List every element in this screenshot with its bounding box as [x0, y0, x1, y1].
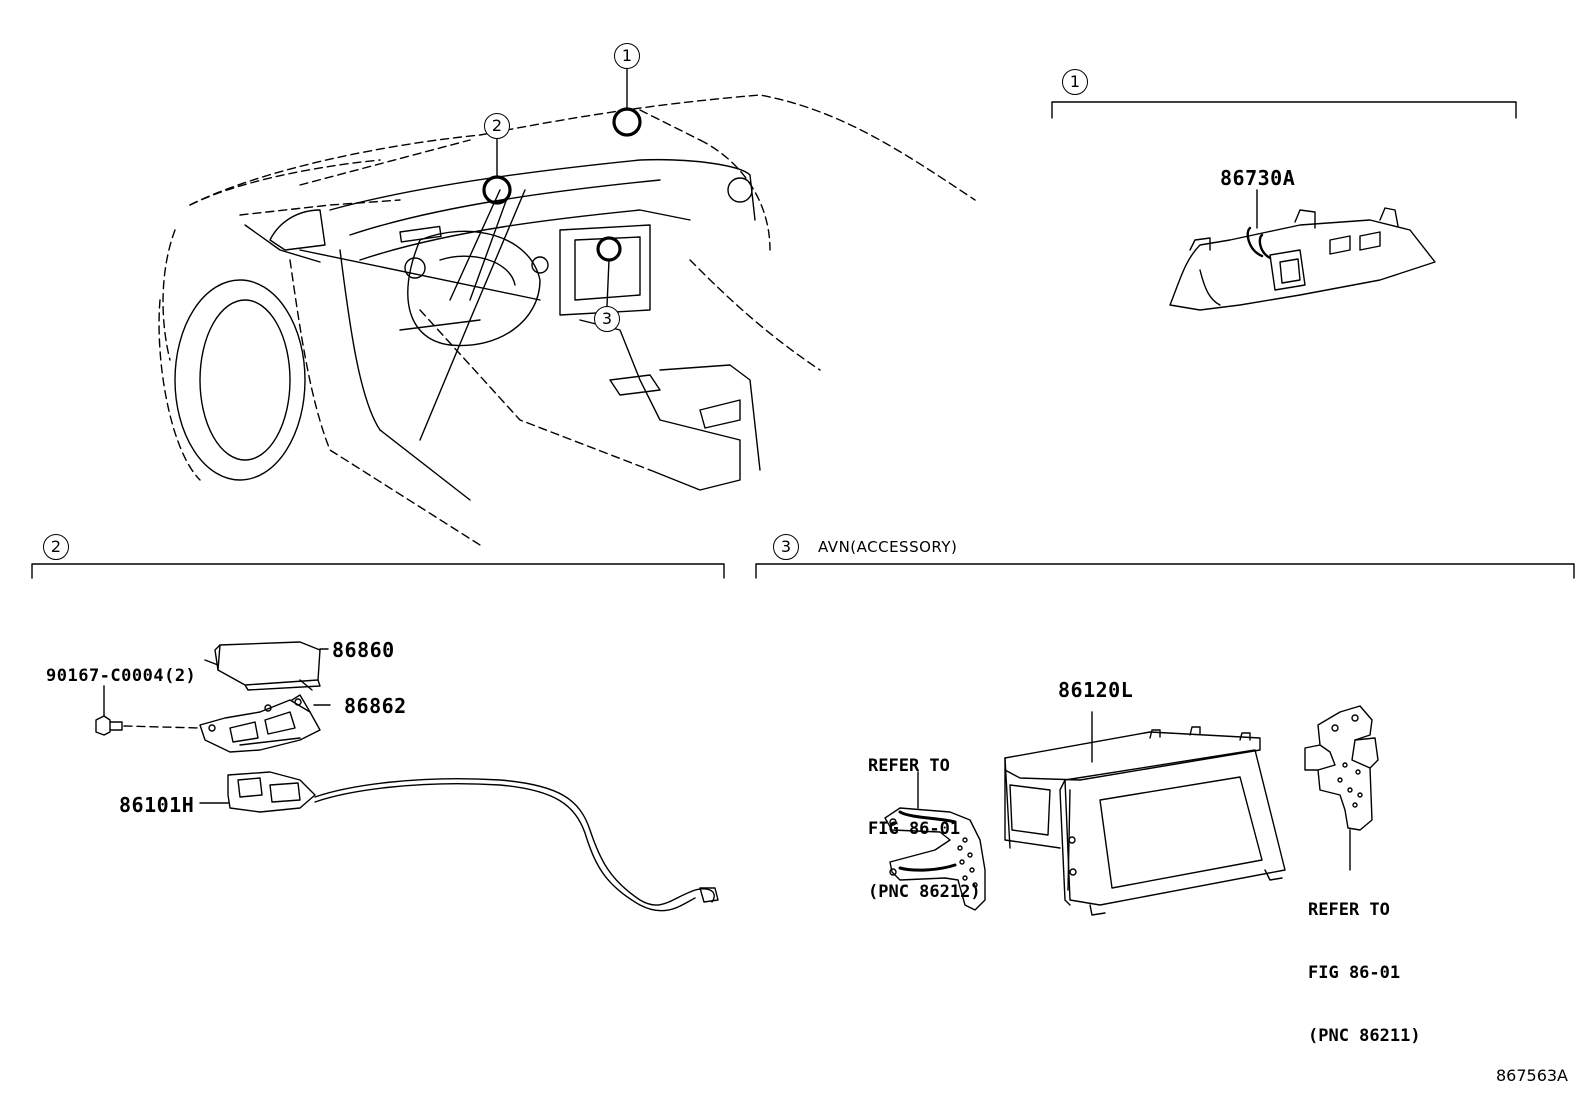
location-marker-1 [612, 107, 642, 137]
part-label-86860[interactable]: 86860 [332, 638, 395, 662]
overview-callout-2[interactable]: 2 [484, 113, 510, 139]
refer-left-line-2: FIG 86-01 [868, 819, 961, 839]
part-label-86101H[interactable]: 86101H [119, 793, 195, 817]
right-mount-bracket-drawing [1304, 705, 1379, 831]
avn-unit-drawing [1004, 726, 1286, 916]
section2-callout[interactable]: 2 [43, 534, 69, 560]
refer-right-line-3: (PNC 86211) [1308, 1026, 1421, 1046]
car-interior-drawing [158, 94, 976, 546]
overview-callout-3[interactable]: 3 [594, 306, 620, 332]
wire-harness-drawing [227, 771, 719, 912]
control-module-drawing [204, 641, 321, 691]
part-label-86862[interactable]: 86862 [344, 694, 407, 718]
section3-title: AVN(ACCESSORY) [818, 538, 958, 556]
section1-bracket [1051, 101, 1517, 119]
location-markers [482, 107, 642, 262]
mounting-bracket-drawing [199, 694, 321, 753]
part-label-bolt[interactable]: 90167-C0004(2) [46, 666, 197, 686]
section2-bracket [31, 563, 725, 579]
overhead-console-drawing [1169, 207, 1436, 311]
left-mount-bracket-drawing [884, 807, 986, 911]
section3-bracket [755, 563, 1575, 579]
location-marker-3 [596, 236, 622, 262]
overview-callout-1[interactable]: 1 [614, 43, 640, 69]
refer-right-line-1: REFER TO [1308, 900, 1390, 920]
refer-note-left[interactable]: REFER TO FIG 86-01 (PNC 86212) [868, 714, 981, 924]
part-label-86730A[interactable]: 86730A [1220, 166, 1296, 190]
refer-right-line-2: FIG 86-01 [1308, 963, 1401, 983]
refer-left-line-3: (PNC 86212) [868, 882, 981, 902]
refer-left-line-1: REFER TO [868, 756, 950, 776]
bolt-drawing [95, 715, 123, 736]
section1-callout[interactable]: 1 [1062, 69, 1088, 95]
part-label-86120L[interactable]: 86120L [1058, 678, 1134, 702]
section3-callout[interactable]: 3 [773, 534, 799, 560]
refer-note-right[interactable]: REFER TO FIG 86-01 (PNC 86211) [1308, 858, 1421, 1068]
figure-id: 867563A [1495, 1066, 1568, 1085]
location-marker-2 [482, 175, 512, 205]
